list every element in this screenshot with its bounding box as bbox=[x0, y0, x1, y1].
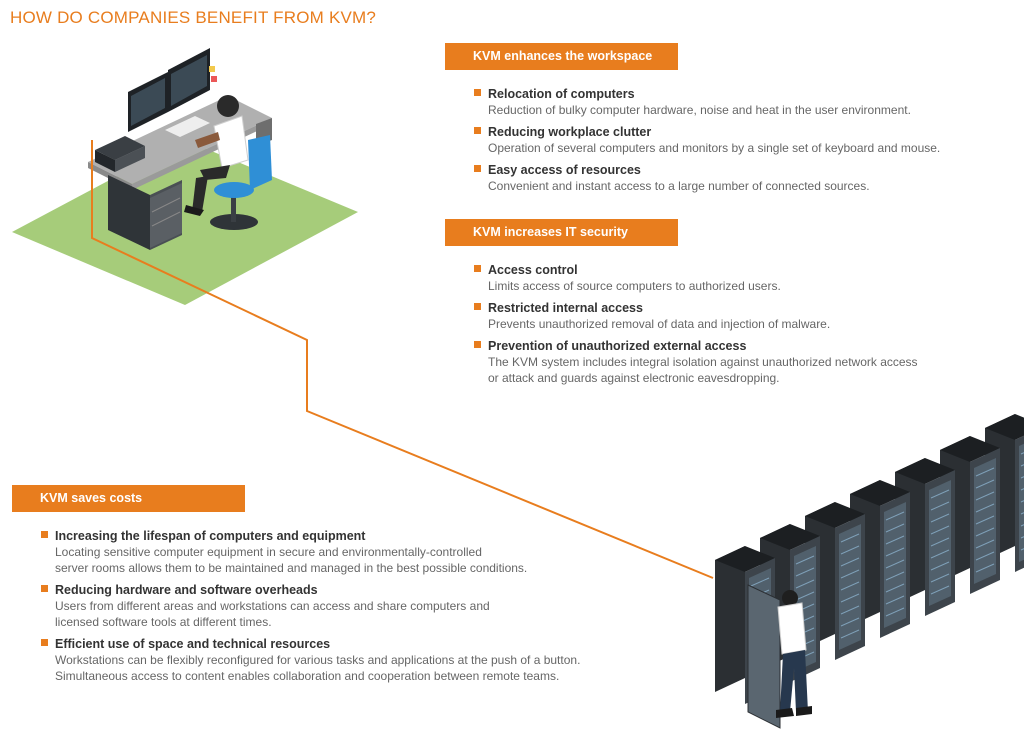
list-item: Restricted internal access Prevents unau… bbox=[474, 300, 994, 332]
item-desc: Operation of several computers and monit… bbox=[488, 141, 941, 155]
list-item: Prevention of unauthorized external acce… bbox=[474, 338, 994, 386]
rack-door bbox=[747, 584, 781, 729]
item-desc: Reduction of bulky computer hardware, no… bbox=[488, 103, 911, 117]
section-items-workspace: Relocation of computers Reduction of bul… bbox=[474, 86, 974, 200]
page-title: HOW DO COMPANIES BENEFIT FROM KVM? bbox=[10, 8, 377, 27]
item-title: Restricted internal access bbox=[488, 301, 643, 315]
item-desc: licensed software tools at different tim… bbox=[55, 615, 272, 629]
item-desc: Locating sensitive computer equipment in… bbox=[55, 545, 482, 559]
bullet-marker bbox=[474, 341, 481, 348]
item-title: Easy access of resources bbox=[488, 163, 641, 177]
item-desc: The KVM system includes integral isolati… bbox=[488, 355, 918, 369]
section-bar-workspace: KVM enhances the workspace bbox=[445, 43, 678, 70]
workstation-illustration bbox=[12, 48, 358, 305]
item-desc: Simultaneous access to content enables c… bbox=[55, 669, 560, 683]
item-title: Reducing workplace clutter bbox=[488, 125, 652, 139]
bullet-marker bbox=[474, 165, 481, 172]
item-title: Increasing the lifespan of computers and… bbox=[55, 529, 366, 543]
list-item: Efficient use of space and technical res… bbox=[41, 636, 661, 684]
item-desc: Users from different areas and workstati… bbox=[55, 599, 490, 613]
bullet-marker bbox=[41, 531, 48, 538]
connector-line bbox=[91, 140, 714, 579]
item-title: Reducing hardware and software overheads bbox=[55, 583, 318, 597]
item-desc: Prevents unauthorized removal of data an… bbox=[488, 317, 831, 331]
server-racks-illustration bbox=[715, 414, 1024, 729]
bullet-marker bbox=[41, 639, 48, 646]
list-item: Easy access of resources Convenient and … bbox=[474, 162, 974, 194]
item-desc: or attack and guards against electronic … bbox=[488, 371, 780, 385]
bullet-marker bbox=[474, 127, 481, 134]
list-item: Access control Limits access of source c… bbox=[474, 262, 994, 294]
list-item: Increasing the lifespan of computers and… bbox=[41, 528, 661, 576]
list-item: Reducing workplace clutter Operation of … bbox=[474, 124, 974, 156]
item-title: Prevention of unauthorized external acce… bbox=[488, 339, 747, 353]
bullet-marker bbox=[474, 303, 481, 310]
item-desc: Workstations can be flexibly reconfigure… bbox=[55, 653, 581, 667]
section-items-costs: Increasing the lifespan of computers and… bbox=[41, 528, 661, 690]
section-bar-costs: KVM saves costs bbox=[12, 485, 245, 512]
item-title: Access control bbox=[488, 263, 578, 277]
bullet-marker bbox=[41, 585, 48, 592]
list-item: Relocation of computers Reduction of bul… bbox=[474, 86, 974, 118]
item-title: Relocation of computers bbox=[488, 87, 635, 101]
section-items-security: Access control Limits access of source c… bbox=[474, 262, 994, 392]
bullet-marker bbox=[474, 89, 481, 96]
item-desc: Limits access of source computers to aut… bbox=[488, 279, 781, 293]
bullet-marker bbox=[474, 265, 481, 272]
item-desc: Convenient and instant access to a large… bbox=[488, 179, 870, 193]
list-item: Reducing hardware and software overheads… bbox=[41, 582, 661, 630]
item-desc: server rooms allows them to be maintaine… bbox=[55, 561, 528, 575]
item-title: Efficient use of space and technical res… bbox=[55, 637, 331, 651]
section-bar-security: KVM increases IT security bbox=[445, 219, 678, 246]
